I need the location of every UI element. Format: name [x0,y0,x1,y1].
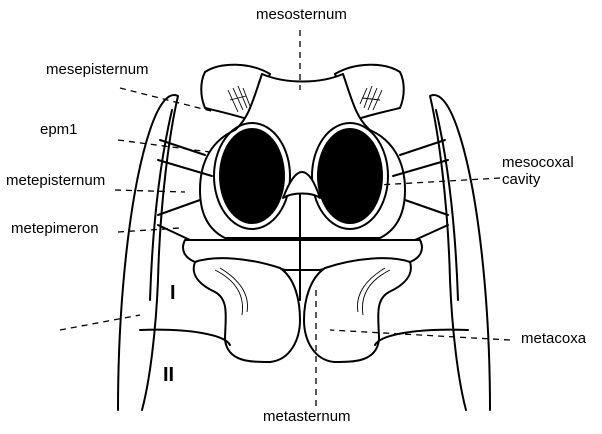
label-mesocoxal-cavity: mesocoxal cavity [502,154,574,188]
segment-label-first: I [170,282,176,305]
left-mesocoxal-cavity [219,128,285,224]
right-inner-margin [436,110,458,300]
left-inner-margin [150,110,172,300]
leader-segment [60,315,140,330]
leader-metepisternum [115,190,185,192]
label-metacoxa: metacoxa [521,330,586,347]
label-metepimeron: metepimeron [11,220,99,237]
label-mesepisternum: mesepisternum [46,61,149,78]
label-mesosternum: mesosternum [256,6,347,23]
right-mesocoxal-cavity [317,128,383,224]
label-epm1: epm1 [40,121,78,138]
segment-label-second: II [163,364,174,387]
abdominal-segment-border [140,330,468,345]
label-metepisternum: metepisternum [6,172,105,189]
label-metasternum: metasternum [263,408,351,425]
